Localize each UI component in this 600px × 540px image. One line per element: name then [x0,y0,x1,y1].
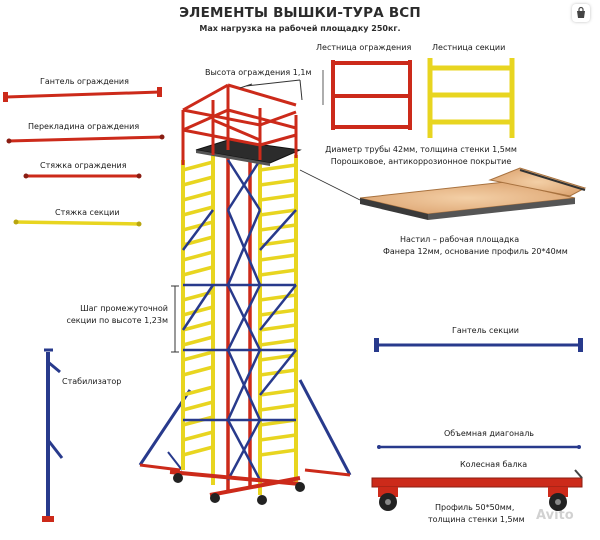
plywood-deck-part [359,167,587,220]
label-profile-2: толщина стенки 1,5мм [428,515,525,524]
label-guard-ladder: Лестница ограждения [316,43,412,52]
diagram-title: ЭЛЕМЕНТЫ ВЫШКИ-ТУРА ВСП [179,5,421,21]
label-stabilizer: Стабилизатор [62,377,122,386]
diagram-subtitle: Мах нагрузка на рабочей площадку 250кг. [199,24,401,33]
label-volume-diagonal: Объемная диагональ [444,429,535,438]
label-step-1: Шаг промежуточной [80,304,168,313]
wheel-beam-part [371,469,583,511]
guard-brace-part [23,173,142,179]
shopping-bag-icon[interactable] [572,4,590,22]
label-guard-height: Высота ограждения 1,1м [205,68,312,77]
guard-crossbar-part [6,134,165,144]
section-dumbbell-part [374,338,583,352]
scaffold-tower [138,79,352,505]
label-section-brace: Стяжка секции [55,208,120,217]
label-guard-dumbbell: Гантель ограждения [40,77,129,86]
label-deck-2: Фанера 12мм, основание профиль 20*40мм [383,247,568,256]
label-guard-brace: Стяжка ограждения [40,161,127,170]
label-section-dumbbell: Гантель секции [452,326,519,335]
section-ladder-part [427,58,515,138]
label-pipe-spec-1: Диаметр трубы 42мм, толщина стенки 1,5мм [325,145,517,154]
stabilizer-part [42,348,64,522]
section-brace-part [13,219,142,227]
volume-diagonal-part [377,445,581,449]
label-pipe-spec-2: Порошковое, антикоррозионное покрытие [330,157,512,166]
label-section-ladder: Лестница секции [432,43,506,52]
label-step-2: секции по высоте 1,23м [66,316,168,325]
guard-ladder-part [331,60,412,130]
label-deck-1: Настил – рабочая площадка [400,235,520,244]
label-profile-1: Профиль 50*50мм, [435,503,515,512]
guard-dumbbell-part [3,87,162,102]
label-guard-crossbar: Перекладина ограждения [28,122,140,131]
watermark-avito: Avito [536,508,574,523]
label-wheel-beam: Колесная балка [460,460,528,469]
